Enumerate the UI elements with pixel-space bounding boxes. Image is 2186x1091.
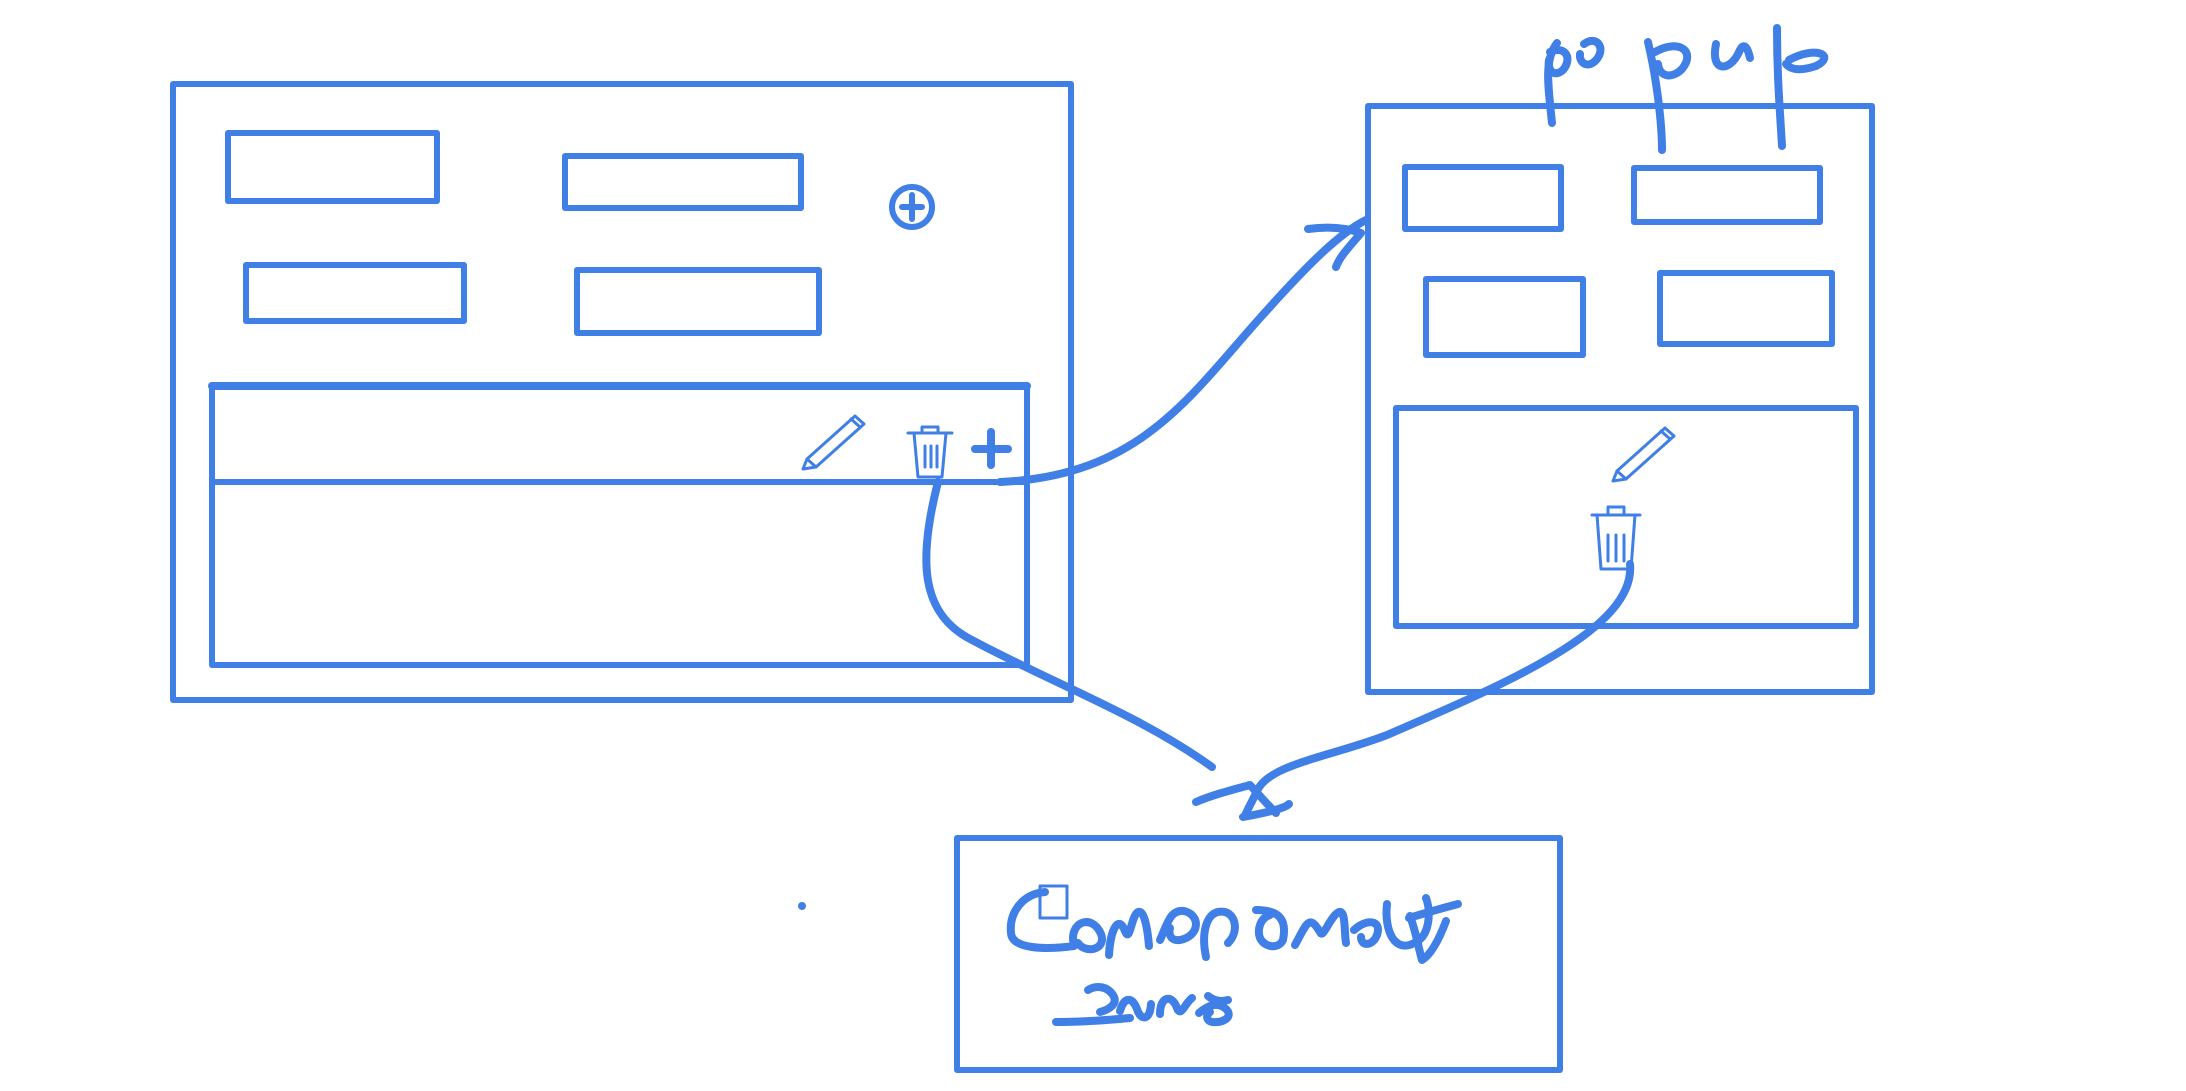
popup-form-field-4[interactable] xyxy=(1657,270,1835,347)
pencil-icon[interactable] xyxy=(1611,426,1676,483)
trash-icon[interactable] xyxy=(1590,505,1642,571)
popup-frame xyxy=(1365,103,1875,695)
main-form-field-1[interactable] xyxy=(225,130,440,204)
trash-icon[interactable] xyxy=(906,425,954,479)
component-save-frame xyxy=(954,835,1563,1073)
arrow-to-component-from-popup xyxy=(1192,560,1635,821)
arrow-to-component-from-table xyxy=(922,478,1216,771)
popup-form-field-2[interactable] xyxy=(1631,165,1823,225)
main-data-table xyxy=(209,382,1030,668)
save-handwritten-label xyxy=(1052,983,1233,1027)
pencil-icon[interactable] xyxy=(801,414,866,471)
component-handwritten-label xyxy=(1006,884,1462,964)
popup-data-panel xyxy=(1393,405,1859,629)
popup-form-field-3[interactable] xyxy=(1423,276,1586,358)
main-form-field-4[interactable] xyxy=(574,267,822,336)
stray-dot xyxy=(798,902,806,910)
popup-form-field-1[interactable] xyxy=(1402,164,1564,232)
add-circle-icon[interactable] xyxy=(889,184,935,230)
main-form-field-3[interactable] xyxy=(243,262,467,324)
popup-handwritten-label xyxy=(1544,24,1829,154)
plus-icon[interactable] xyxy=(971,428,1012,469)
main-page-frame xyxy=(170,81,1074,703)
main-form-field-2[interactable] xyxy=(562,153,804,211)
arrow-to-popup xyxy=(996,216,1370,486)
